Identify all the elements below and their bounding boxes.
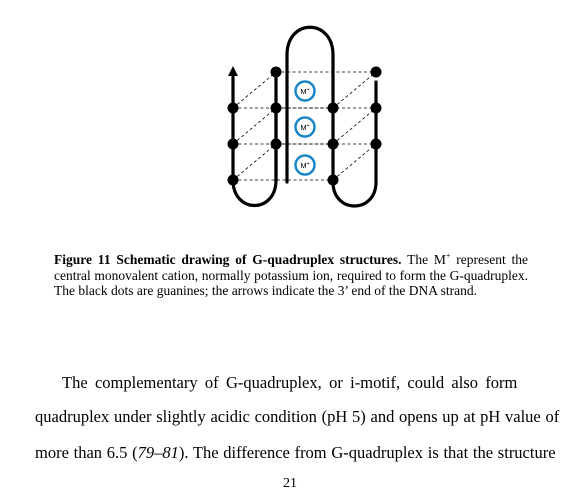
body-line-3-pre: more than 6.5 ( xyxy=(35,443,138,462)
guanine-dot xyxy=(270,66,282,78)
cations: M+ M+ M+ xyxy=(294,80,316,176)
caption-heading: Figure 11 Schematic drawing of G-quadrup… xyxy=(54,252,402,267)
strand-arrowhead xyxy=(228,66,238,76)
guanine-dot xyxy=(270,102,282,114)
guanine-dot xyxy=(227,138,239,150)
caption-text-pre: The M xyxy=(401,252,446,267)
citation-refs: 79–81 xyxy=(137,443,179,462)
guanine-dot xyxy=(370,138,382,150)
body-line-2: quadruplex under slightly acidic conditi… xyxy=(35,407,560,426)
guanine-dot xyxy=(370,102,382,114)
guanine-dot xyxy=(327,102,339,114)
body-line-3-post: ). The difference from G-quadruplex is t… xyxy=(178,443,556,462)
figure-caption: Figure 11 Schematic drawing of G-quadrup… xyxy=(54,252,528,299)
guanine-dot xyxy=(370,66,382,78)
guanine-dot xyxy=(227,102,239,114)
page-number: 21 xyxy=(283,476,297,491)
guanine-dot xyxy=(270,138,282,150)
cation-label: M+ xyxy=(300,161,309,170)
cation-label: M+ xyxy=(300,123,309,132)
guanine-dot xyxy=(327,174,339,186)
caption-text-post: represent the central monovalent cation,… xyxy=(54,252,529,299)
guanine-dot xyxy=(327,138,339,150)
caption-superscript: + xyxy=(445,251,451,260)
cation-marker: M+ xyxy=(294,80,316,102)
body-line-3: more than 6.5 (79–81). The difference fr… xyxy=(35,443,556,463)
guanines xyxy=(227,66,382,186)
cation-marker: M+ xyxy=(294,154,316,176)
guanine-dot xyxy=(227,174,239,186)
cation-marker: M+ xyxy=(294,116,316,138)
cation-label: M+ xyxy=(300,87,309,96)
tetrad-planes xyxy=(232,71,377,181)
body-line-1: The complementary of G-quadruplex, or i-… xyxy=(62,373,518,392)
g-quadruplex-diagram: M+ M+ M+ xyxy=(227,25,382,208)
